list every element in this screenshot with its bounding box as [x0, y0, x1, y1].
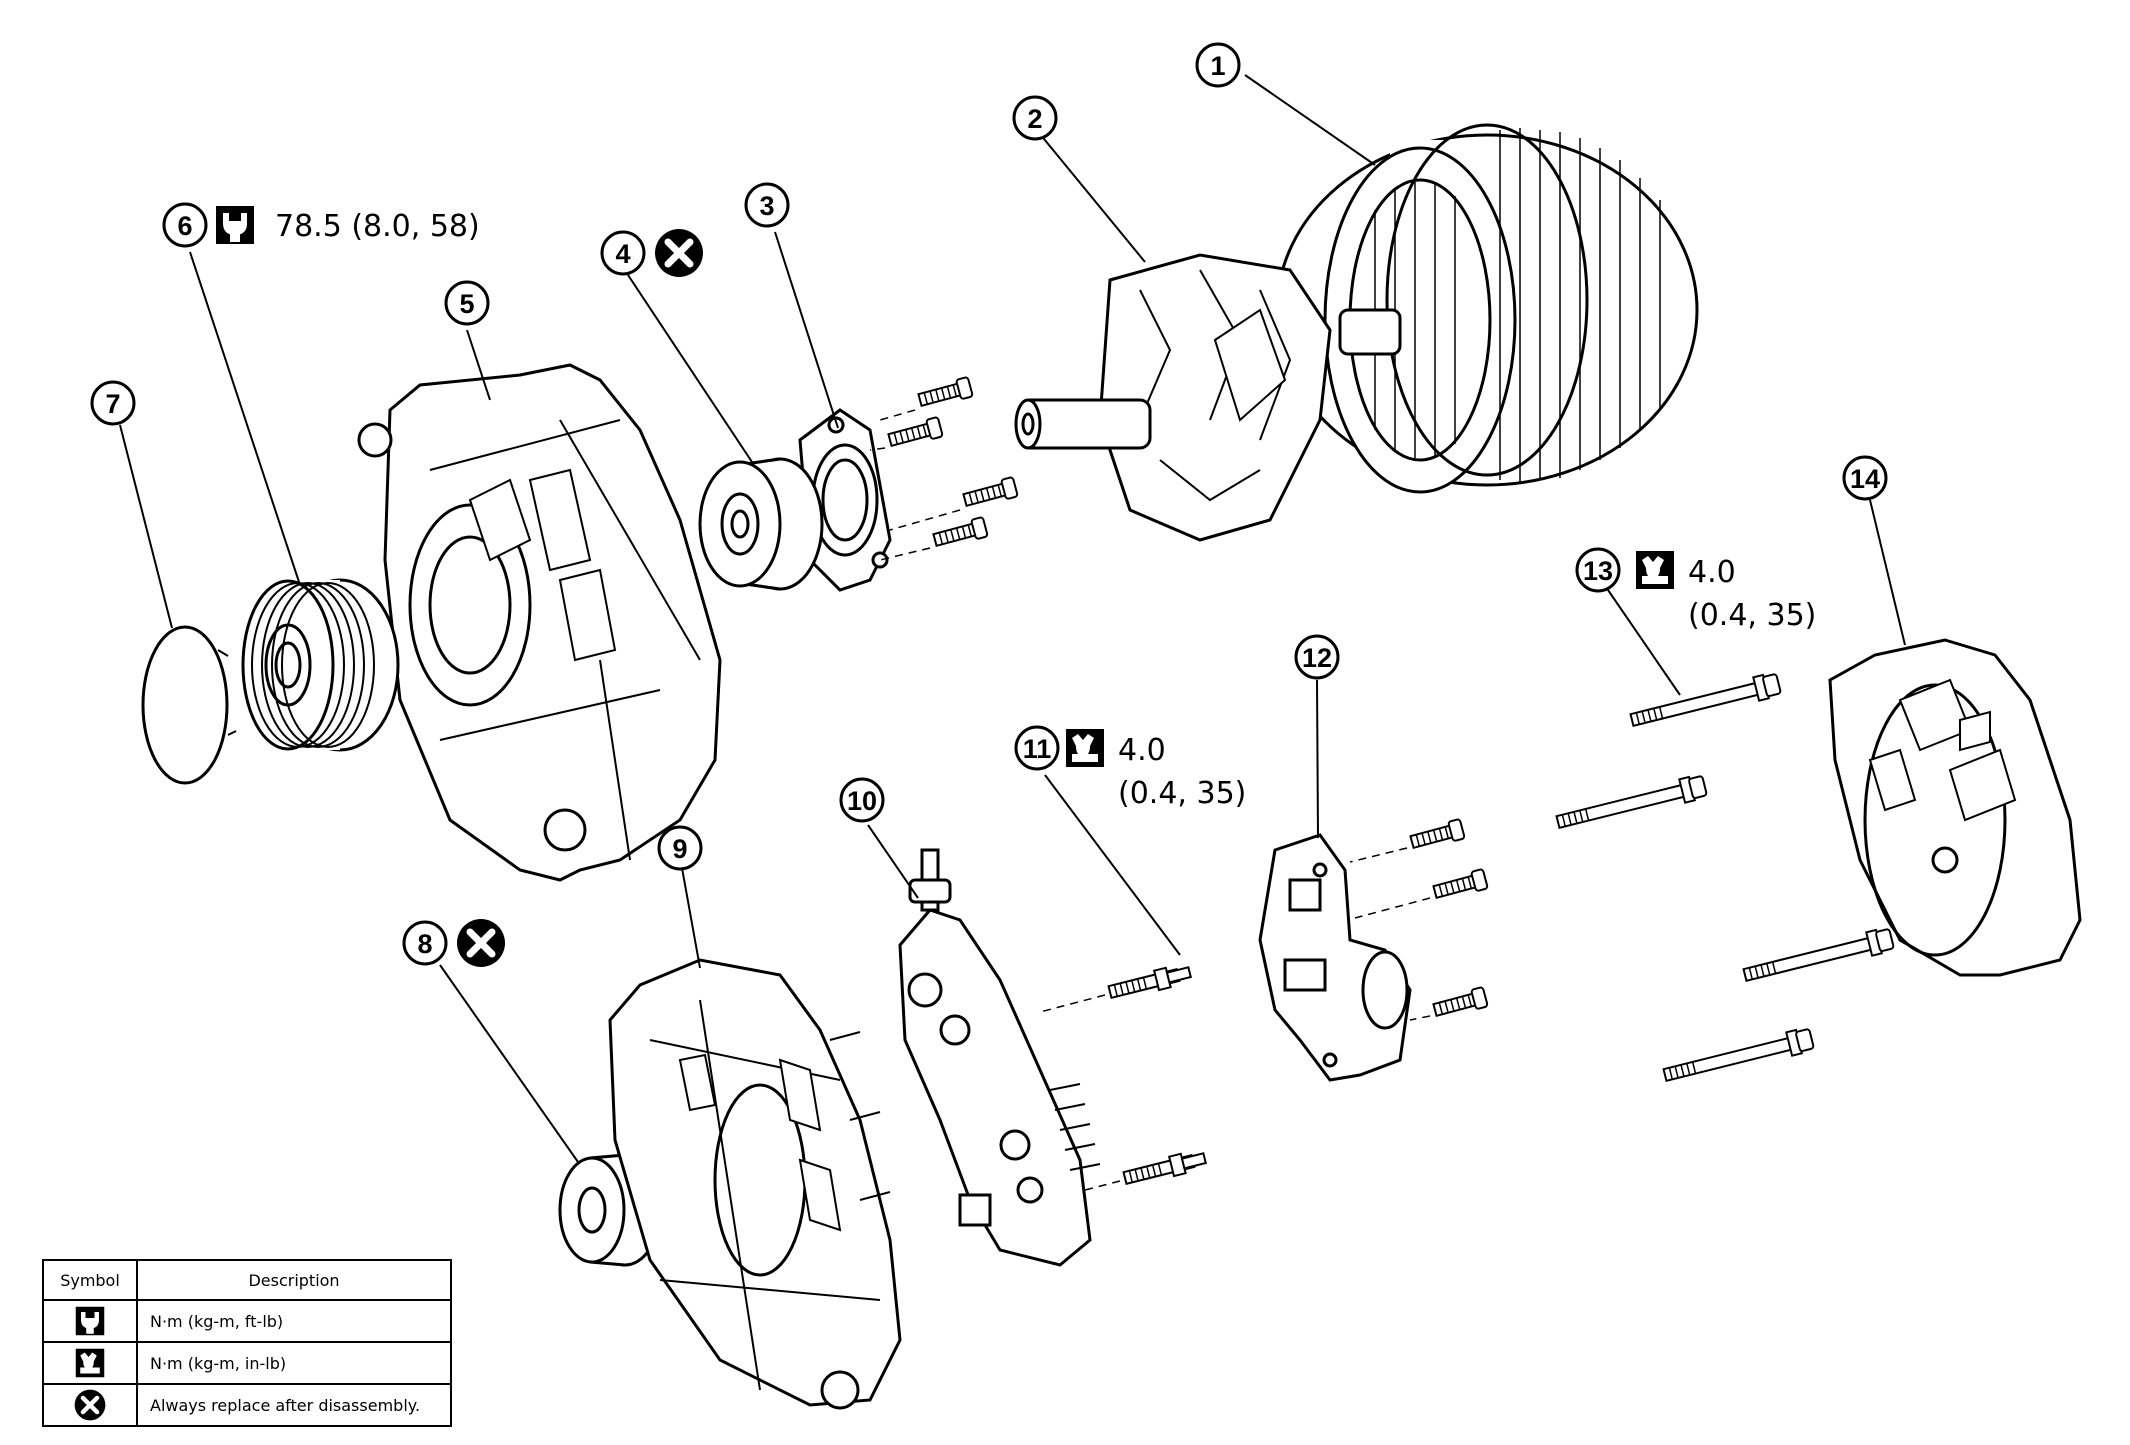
callouts: 1 2 3 4 5 6 7 8 9 10 11 12 13 14 — [90, 42, 1888, 966]
legend-row-description: Always replace after disassembly. — [136, 1383, 452, 1427]
svg-text:1: 1 — [1210, 51, 1225, 81]
bearing-retainer — [798, 408, 892, 592]
callout-9: 9 — [657, 825, 703, 871]
svg-text:2: 2 — [1027, 104, 1042, 134]
svg-text:4: 4 — [615, 239, 630, 269]
retainer-screws — [886, 375, 1019, 551]
callout-8: 8 — [402, 920, 448, 966]
pulley — [241, 578, 400, 752]
callout-6: 6 — [162, 202, 208, 248]
voltage-regulator — [1258, 833, 1412, 1082]
callout-5: 5 — [444, 280, 490, 326]
svg-text:8: 8 — [417, 929, 432, 959]
svg-text:10: 10 — [847, 786, 877, 816]
torque-ftlb-icon — [75, 1306, 105, 1336]
front-bearing — [698, 457, 824, 591]
svg-text:5: 5 — [459, 289, 474, 319]
callout-11: 11 — [1014, 725, 1060, 771]
svg-text:7: 7 — [105, 389, 120, 419]
spec-bolt-11-line1: 4.0 — [1118, 733, 1166, 768]
spec-bolt-13-line2: (0.4, 35) — [1688, 598, 1816, 633]
stator — [1275, 123, 1699, 494]
svg-text:14: 14 — [1850, 464, 1880, 494]
torque-ftlb-icon — [216, 206, 254, 244]
callout-3: 3 — [744, 182, 790, 228]
front-housing — [357, 363, 722, 882]
torque-inlb-icon — [75, 1348, 105, 1378]
callout-1: 1 — [1195, 42, 1241, 88]
svg-text:3: 3 — [759, 191, 774, 221]
replace-x-icon — [655, 229, 703, 277]
spec-bolt-11-line2: (0.4, 35) — [1118, 776, 1246, 811]
callout-12: 12 — [1294, 634, 1340, 680]
replace-x-icon — [74, 1389, 106, 1421]
svg-text:6: 6 — [177, 211, 192, 241]
rectifier — [898, 848, 1101, 1267]
rear-bearing — [558, 1153, 662, 1267]
torque-inlb-icon — [1636, 551, 1674, 589]
spec-bolt-13-line1: 4.0 — [1688, 555, 1736, 590]
callout-4: 4 — [600, 230, 646, 276]
legend-row-description: N·m (kg-m, in-lb) — [136, 1341, 452, 1385]
svg-text:12: 12 — [1302, 643, 1332, 673]
callout-13: 13 — [1575, 547, 1621, 593]
callout-14: 14 — [1842, 455, 1888, 501]
pulley-cap — [141, 625, 237, 785]
torque-inlb-icon — [1066, 729, 1104, 767]
rear-cover — [1828, 638, 2082, 977]
rear-housing — [608, 958, 902, 1410]
symbol-legend: Symbol Description N·m (kg-m, ft-lb) N·m… — [42, 1259, 452, 1427]
legend-row-description: N·m (kg-m, ft-lb) — [136, 1299, 452, 1343]
rotor — [1014, 253, 1402, 542]
replace-x-icon — [457, 919, 505, 967]
legend-header-symbol: Symbol — [42, 1259, 138, 1301]
spec-pulley-nut: 78.5 (8.0, 58) — [275, 209, 480, 244]
regulator-screws — [1408, 817, 1489, 1021]
legend-header-description: Description — [136, 1259, 452, 1301]
callout-2: 2 — [1012, 95, 1058, 141]
rectifier-stud-bolts — [1106, 961, 1208, 1189]
svg-text:13: 13 — [1583, 556, 1613, 586]
callout-10: 10 — [839, 777, 885, 823]
svg-text:11: 11 — [1023, 734, 1052, 764]
svg-text:9: 9 — [672, 834, 687, 864]
callout-7: 7 — [90, 380, 136, 426]
